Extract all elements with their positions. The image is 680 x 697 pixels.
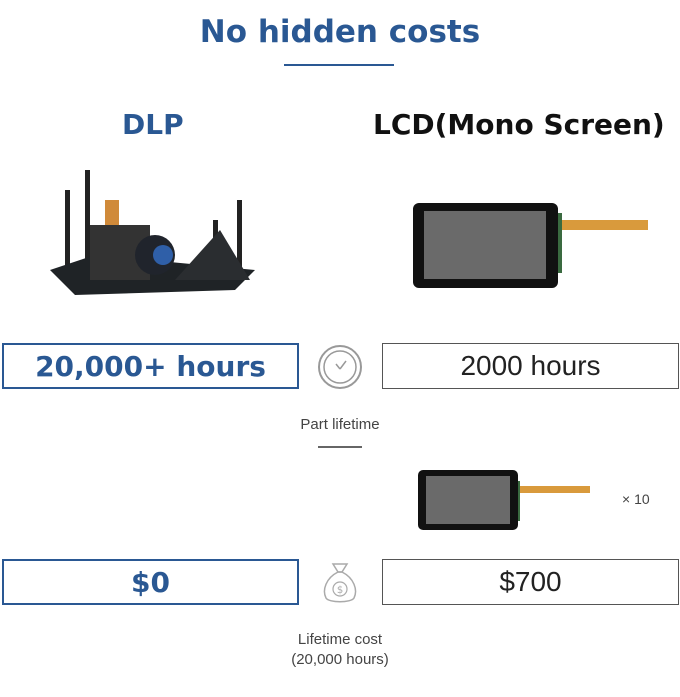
svg-text:$: $: [337, 585, 343, 596]
lcd-lifetime-box: 2000 hours: [382, 343, 679, 389]
dlp-lifetime-box: 20,000+ hours: [2, 343, 299, 389]
replacement-multiplier: × 10: [622, 491, 650, 507]
section-divider: [318, 446, 362, 448]
lcd-screen-image: [413, 203, 648, 288]
money-bag-icon: $: [323, 563, 357, 603]
clock-icon: [318, 345, 362, 389]
page-title: No hidden costs: [199, 14, 481, 50]
lcd-cost-box: $700: [382, 559, 679, 605]
dlp-cost-box: $0: [2, 559, 299, 605]
dlp-projector-image: [50, 170, 255, 295]
dlp-heading: DLP: [122, 108, 184, 141]
part-lifetime-caption: Part lifetime: [300, 416, 380, 433]
replacement-lcd-image: [418, 470, 590, 530]
title-underline: [284, 64, 394, 66]
lcd-heading: LCD(Mono Screen): [373, 108, 665, 141]
lifetime-cost-caption: Lifetime cost: [297, 631, 383, 648]
lifetime-cost-subcaption: (20,000 hours): [291, 651, 389, 668]
